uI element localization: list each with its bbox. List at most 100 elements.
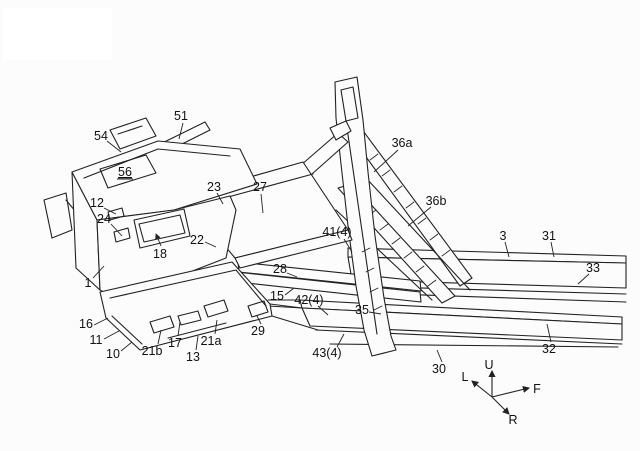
leader-line-29 [256,315,262,325]
pan-to-rail-line-1 [269,303,303,309]
ref-label-27: 27 [253,180,267,194]
ref-label-11: 11 [90,333,103,347]
axis-label-F: F [533,382,541,396]
opening-inner-frame [138,214,186,243]
hatch-stroke [369,153,379,161]
pillar-top-eyelet [340,86,359,122]
leader-line-23 [216,192,224,205]
bracket-inner-line [117,125,143,135]
ref-label-23: 23 [207,180,221,194]
axis-label-R: R [508,413,517,427]
pan-lip-line [111,315,143,345]
ref-label-22: 22 [190,233,204,247]
leader-line-41(4) [343,238,353,253]
leader-line-15 [284,287,295,296]
crossbar-end-flag [329,120,352,141]
ref-label-43(4): 43(4) [312,346,341,360]
leader-line-11 [103,330,120,340]
pan-slot-21a [203,299,229,318]
ref-label-51: 51 [174,109,188,123]
ref-label-3: 3 [500,229,507,243]
leader-line-31 [550,241,555,258]
ref-label-16: 16 [79,317,93,331]
pillar-member [334,76,397,357]
blank-corner-region [2,8,112,60]
leader-line-43(4) [336,333,345,348]
cowl-panel-lip [234,229,353,269]
axis-arrow-L [471,380,493,398]
hatch-stroke [381,169,391,177]
ref-label-32: 32 [542,342,556,356]
ref-label-17: 17 [168,336,182,350]
left-connector [43,192,73,239]
ref-label-42(4): 42(4) [294,293,323,307]
leader-line-21b [157,329,162,345]
lower-pan [99,261,273,351]
leader-line-13 [195,335,199,351]
ref-label-36b: 36b [426,194,447,208]
leader-line-27 [260,193,264,214]
hatch-stroke [365,267,375,273]
leader-line-36b [407,206,432,227]
leader-line-18 [155,233,162,247]
hatch-stroke [369,287,379,293]
ref-label-1: 1 [85,276,92,290]
hatch-stroke [417,217,427,225]
step-feature-24 [113,227,131,243]
ref-label-35: 35 [355,303,369,317]
leader-line-3 [504,241,510,258]
hatch-stroke [415,265,425,273]
pan-slot-21b [149,315,175,334]
pan-to-rail-line-2 [271,315,319,331]
ref-label-13: 13 [186,350,200,364]
bracket-54 [109,117,157,150]
ref-label-54: 54 [94,129,108,143]
pillar-inner-line [346,127,378,335]
hatch-stroke [391,237,401,245]
leader-line-16 [93,317,109,326]
leader-line-33 [577,273,590,285]
ref-label-18: 18 [153,247,167,261]
hatch-stroke [393,185,403,193]
cowl-side-assembly [43,140,258,301]
ref-label-12: 12 [90,196,104,210]
leader-line-1 [92,265,105,279]
hatch-stroke [403,251,413,259]
ref-label-10: 10 [106,347,120,361]
ref-label-33: 33 [586,261,600,275]
ref-label-21a: 21a [201,334,222,348]
hatch-stroke [427,279,437,287]
tray-surface-56 [99,154,157,189]
leader-lines [92,122,590,363]
hatch-stroke [429,233,439,241]
ref-label-15: 15 [270,289,284,303]
leader-line-30 [436,349,443,363]
leader-line-35 [368,311,382,315]
ref-label-31: 31 [542,229,556,243]
hatch-stroke [373,305,383,311]
ref-label-30: 30 [432,362,446,376]
ref-label-21b: 21b [142,344,163,358]
hatch-stroke [379,223,389,231]
leader-line-32 [546,323,552,343]
leader-line-54 [106,140,122,153]
pan-inner-edge [109,269,267,307]
ref-label-56: 56 [118,165,132,179]
hatch-stroke [361,247,371,253]
ref-label-28: 28 [273,262,287,276]
brace-hatching [367,153,451,287]
step-feature-12 [107,207,125,221]
drawing-linework [43,76,627,357]
leader-line-12 [103,207,117,215]
hatch-stroke [441,249,451,257]
leader-line-42(4) [317,305,329,316]
leader-line-24 [110,223,123,237]
ref-label-41(4): 41(4) [322,225,351,239]
opening-outer-frame [133,208,191,249]
bracket-plate [109,117,157,150]
hatch-stroke [405,201,415,209]
